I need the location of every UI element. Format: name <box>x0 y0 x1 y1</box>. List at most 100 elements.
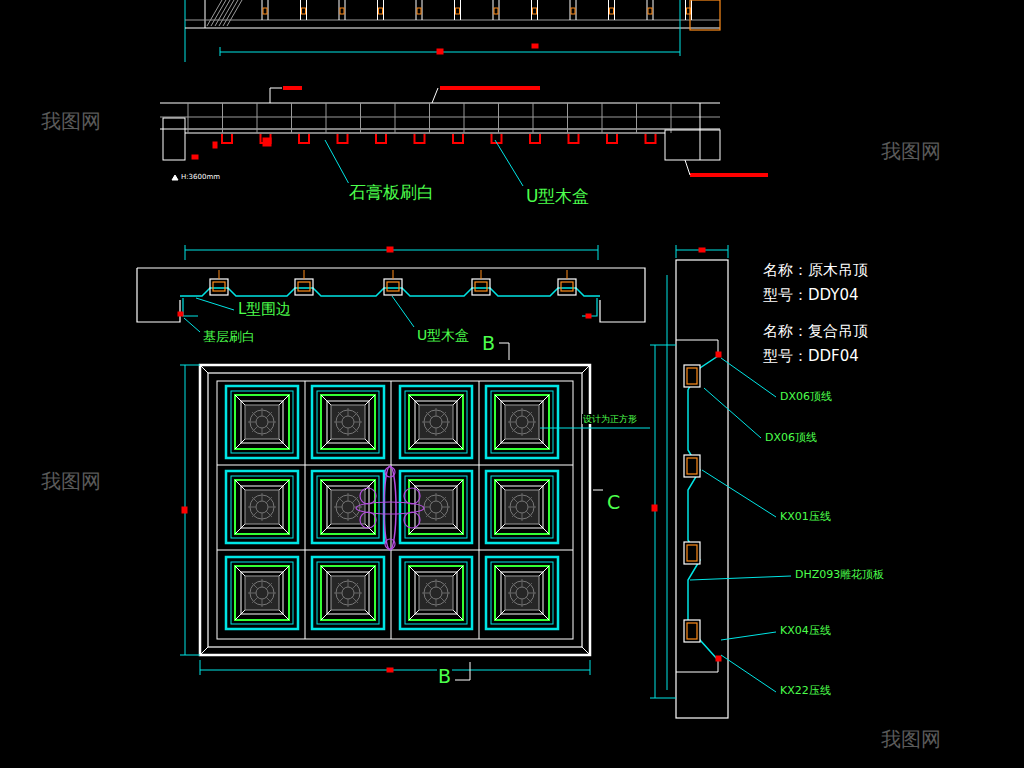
carved-rosette <box>352 583 358 589</box>
joist-line <box>222 103 223 133</box>
coffer-molding <box>235 395 289 449</box>
section-mark: B <box>437 666 452 688</box>
u-wood-box <box>453 134 463 143</box>
carved-rosette <box>440 412 446 418</box>
coffer-mitre <box>409 610 419 620</box>
joist-line <box>498 103 499 133</box>
coffer-molding <box>501 401 543 443</box>
joist-line <box>306 0 307 20</box>
red-mark <box>192 155 198 159</box>
carved-panel <box>331 576 365 610</box>
joist-line <box>339 0 340 20</box>
leader-line <box>325 140 349 184</box>
carved-rosette <box>266 511 272 517</box>
hanger-rod <box>567 270 568 279</box>
u-wood-box <box>646 134 656 143</box>
carved-panel <box>245 405 279 439</box>
carved-rosette <box>352 412 358 418</box>
section-mark: B <box>481 333 496 355</box>
design-note: 设计为正方形 <box>582 414 638 424</box>
level-symbol <box>172 175 178 180</box>
u-wood-box-core <box>298 282 310 291</box>
carved-rosette <box>512 511 518 517</box>
section-mark: C <box>606 492 621 514</box>
red-note-bar <box>690 173 768 177</box>
leader-line <box>704 388 761 438</box>
carved-rosette <box>426 412 432 418</box>
leader-line <box>702 470 776 517</box>
product-name: 名称：复合吊顶 <box>762 323 869 340</box>
carved-rosette <box>348 599 349 607</box>
dimension-line <box>598 245 599 260</box>
hanger-rod <box>393 270 394 279</box>
joist-line <box>188 103 189 133</box>
joist-line <box>377 0 378 20</box>
wall-section <box>676 340 718 356</box>
carved-rosette <box>252 497 258 503</box>
hanger-rod <box>219 270 220 279</box>
joist-line <box>608 0 609 20</box>
red-mark <box>263 138 271 146</box>
l-trim <box>582 298 597 316</box>
carved-rosette <box>442 422 450 423</box>
coffer-mitre <box>409 566 419 576</box>
coffer-mitre <box>495 610 505 620</box>
joist-mark <box>263 8 267 14</box>
carved-rosette <box>266 412 272 418</box>
carved-rosette <box>252 583 258 589</box>
ceiling-section <box>137 268 645 322</box>
carved-rosette <box>256 416 268 428</box>
coffer-molding <box>327 486 369 528</box>
carved-rosette <box>526 412 532 418</box>
dimension-mark <box>652 505 657 511</box>
carved-rosette <box>268 507 276 508</box>
carved-rosette <box>256 587 268 599</box>
dimension-line <box>180 365 200 366</box>
dimension-line <box>650 698 676 699</box>
level-label: H:3600mm <box>180 173 221 181</box>
joist-mark <box>494 8 498 14</box>
joist-line <box>531 0 532 20</box>
corner-line <box>582 647 590 655</box>
joist-mark <box>302 8 306 14</box>
coffer-mitre <box>279 566 289 576</box>
coffer-mitre <box>365 610 375 620</box>
joist-mark <box>610 8 614 14</box>
part-label: KX01压线 <box>779 511 832 524</box>
coffer-frame <box>317 391 379 453</box>
coffer-molding <box>321 480 375 534</box>
coffer-frame <box>491 476 553 538</box>
hatch-line <box>211 0 226 26</box>
leader-line <box>721 655 776 692</box>
coffer-frame <box>405 476 467 538</box>
material-label: 基层刷白 <box>202 330 256 345</box>
u-wood-box <box>684 620 700 642</box>
coffer-mitre <box>321 395 331 405</box>
carved-panel <box>505 576 539 610</box>
u-wood-box <box>299 134 309 143</box>
joist-line <box>300 0 301 20</box>
carved-panel <box>505 490 539 524</box>
joist-line <box>360 103 361 133</box>
carved-rosette <box>252 597 258 603</box>
coffer-frame <box>231 562 293 624</box>
coffer-frame <box>312 557 384 629</box>
coffer-frame <box>400 386 472 458</box>
carved-panel <box>331 405 365 439</box>
carved-rosette <box>508 422 516 423</box>
carved-rosette <box>338 497 344 503</box>
dimension-line <box>680 0 681 56</box>
carved-rosette <box>512 597 518 603</box>
carved-rosette <box>354 593 362 594</box>
joist-mark <box>648 8 652 14</box>
dimension-line <box>590 660 591 675</box>
red-mark <box>178 312 183 316</box>
carved-rosette <box>436 513 437 521</box>
u-wood-box <box>569 134 579 143</box>
section-marker <box>455 662 470 680</box>
coffer-mitre <box>235 610 245 620</box>
carved-rosette <box>342 501 354 513</box>
coffer-frame <box>400 471 472 543</box>
material-label: U型木盒 <box>525 187 590 207</box>
carved-rosette <box>248 422 256 423</box>
